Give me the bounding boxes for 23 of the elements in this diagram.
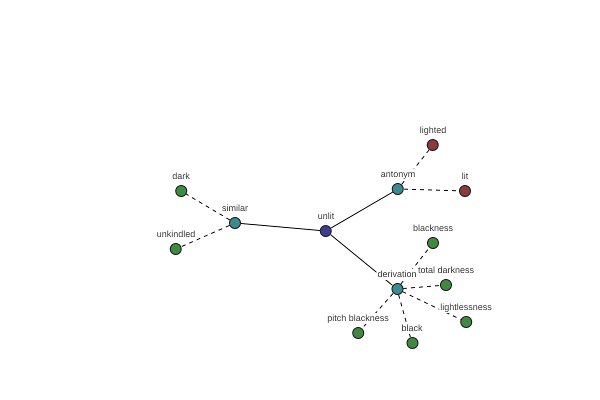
node-label: pitch blackness bbox=[326, 313, 390, 324]
dashed-line bbox=[398, 294, 411, 338]
node-label: derivation bbox=[376, 269, 418, 280]
dashed-line bbox=[181, 224, 230, 248]
node-label: black bbox=[400, 323, 424, 334]
node-label: lit bbox=[460, 171, 470, 182]
node-label: antonym bbox=[380, 169, 416, 180]
node-label: dark bbox=[171, 171, 191, 182]
dashed-line bbox=[400, 247, 430, 285]
node-label: blackness bbox=[412, 223, 454, 234]
dashed-line bbox=[186, 194, 230, 220]
dashed-line bbox=[402, 291, 462, 320]
dashed-line bbox=[401, 149, 430, 185]
node-label: total darkness bbox=[416, 265, 476, 276]
connector-line bbox=[240, 223, 321, 231]
node-label: lighted bbox=[418, 125, 448, 136]
node-label: lightlessness bbox=[439, 302, 493, 313]
connector-line bbox=[330, 192, 394, 228]
node-label: unkindled bbox=[156, 229, 196, 240]
node-label: similar bbox=[221, 203, 249, 214]
dashed-line bbox=[361, 293, 394, 329]
node-label: unlit bbox=[316, 211, 336, 222]
dashed-line bbox=[402, 285, 441, 289]
